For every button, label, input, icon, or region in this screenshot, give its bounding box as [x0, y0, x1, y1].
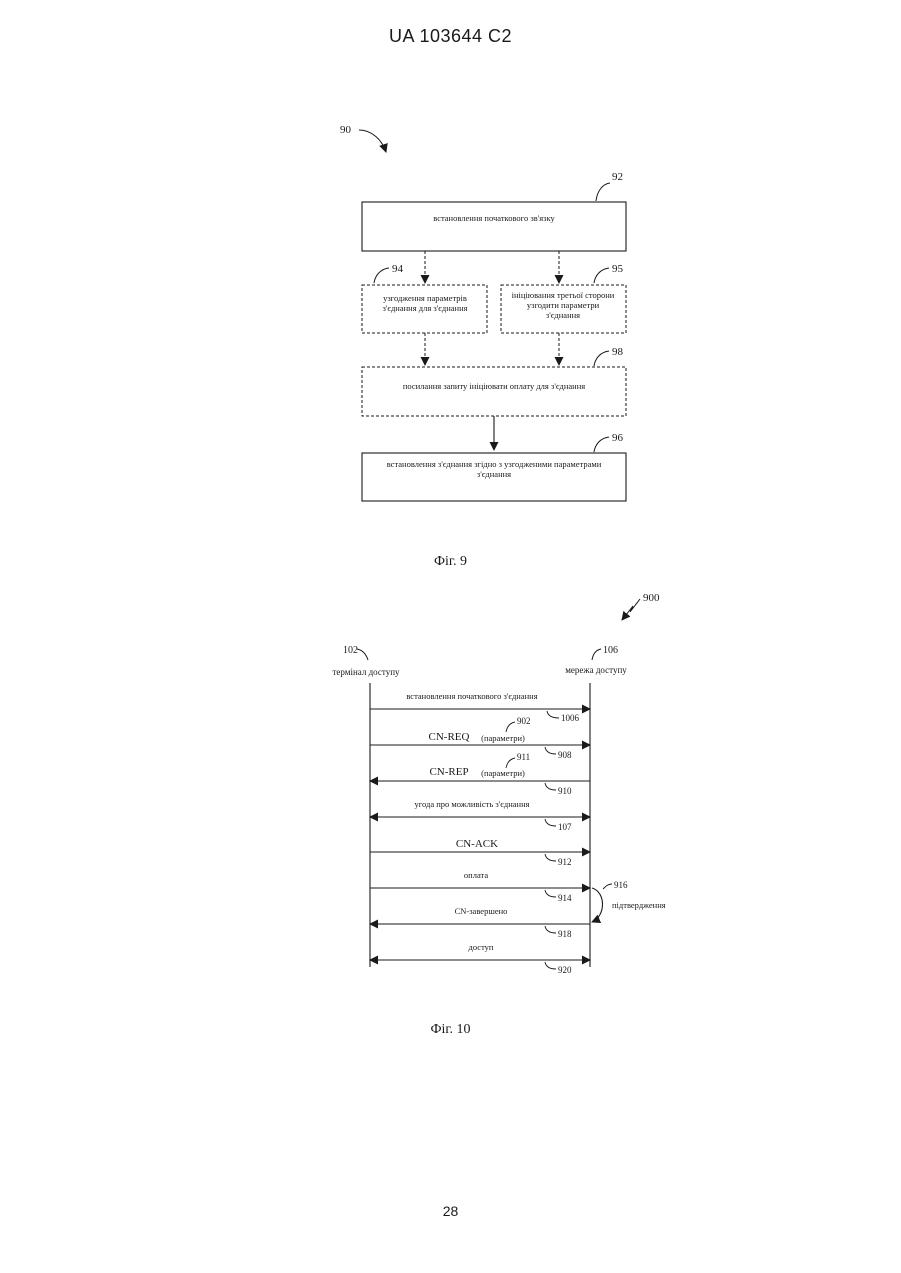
- msg-920-leader: [545, 962, 556, 969]
- msg-910-ref: 910: [558, 786, 572, 796]
- box95-line2: узгодити параметри: [527, 300, 600, 310]
- box92-ref: 92: [612, 171, 623, 183]
- msg-902-ref: 902: [517, 716, 531, 726]
- box98-text: посилання запиту ініціювати оплату для з…: [403, 381, 585, 391]
- right-entity-label: мережа доступу: [565, 665, 627, 675]
- fig9-ref-90: 90: [340, 124, 352, 136]
- box96-line2: з'єднання: [477, 469, 511, 479]
- msg-908-ref: 908: [558, 750, 572, 760]
- fig9-caption: Фіг. 9: [0, 554, 901, 570]
- box98: [362, 367, 626, 416]
- msg-918-leader: [545, 926, 556, 933]
- msg-914-ref: 914: [558, 893, 572, 903]
- box94-leader: [374, 268, 389, 283]
- msg-912-leader: [545, 854, 556, 861]
- msg-918-ref: 918: [558, 929, 572, 939]
- box95-ref: 95: [612, 263, 624, 275]
- box95-leader: [594, 268, 609, 283]
- msg-107-leader: [545, 819, 556, 826]
- fig10-diagram: 900 102 термінал доступу 106 мережа дост…: [332, 592, 665, 975]
- right-entity-ref: 106: [603, 645, 618, 656]
- fig9-diagram: 90 92 встановлення початкового зв'язку 9…: [340, 124, 626, 501]
- msg-912-ref: 912: [558, 857, 572, 867]
- msg-920-label: доступ: [469, 942, 494, 952]
- msg-1006-leader: [547, 711, 559, 718]
- msg-cnack-label: CN-ACK: [456, 838, 498, 850]
- box96-line1: встановлення з'єднання згідно з узгоджен…: [387, 459, 602, 469]
- msg-911-ref: 911: [517, 752, 530, 762]
- confirm-916-ref: 916: [614, 880, 628, 890]
- confirm-916-curve: [592, 888, 603, 922]
- fig9-ref-90-arrow: [359, 130, 386, 152]
- left-entity-leader: [357, 649, 368, 660]
- confirm-916-leader: [603, 884, 612, 889]
- msg-914-leader: [545, 890, 556, 897]
- msg-918-label: CN-завершено: [455, 906, 508, 916]
- box98-ref: 98: [612, 346, 624, 358]
- box96-leader: [594, 437, 609, 452]
- msg-cnrep-label: CN-REP: [429, 766, 468, 778]
- msg-920-ref: 920: [558, 965, 572, 975]
- box96-ref: 96: [612, 432, 624, 444]
- box98-leader: [594, 351, 609, 366]
- msg-cnreq-label: CN-REQ: [429, 731, 470, 743]
- msg-910-leader: [545, 783, 556, 790]
- msg-902-leader: [506, 722, 515, 732]
- msg-107-ref: 107: [558, 822, 572, 832]
- msg-1006-label: встановлення початкового з'єднання: [406, 691, 537, 701]
- box95-line3: з'єднання: [546, 310, 580, 320]
- msg-cnrep-sub: (параметри): [481, 768, 525, 778]
- msg-914-label: оплата: [464, 870, 488, 880]
- left-entity-label: термінал доступу: [332, 667, 400, 677]
- fig10-ref-900: 900: [643, 592, 660, 604]
- page-number: 28: [0, 1203, 901, 1219]
- box94-ref: 94: [392, 263, 404, 275]
- left-entity-ref: 102: [343, 645, 358, 656]
- msg-911-leader: [506, 758, 515, 768]
- msg-1006-ref: 1006: [561, 713, 580, 723]
- msg-cnreq-sub: (параметри): [481, 733, 525, 743]
- box94-line1: узгодження параметрів: [383, 293, 467, 303]
- right-entity-leader: [592, 649, 601, 660]
- box92-text: встановлення початкового зв'язку: [433, 213, 555, 223]
- box92-leader: [596, 183, 610, 201]
- msg-908-leader: [545, 747, 556, 754]
- msg-107-label: угода про можливість з'єднання: [414, 799, 529, 809]
- box95-line1: ініціювання третьої сторони: [512, 290, 615, 300]
- box94-line2: з'єднання для з'єднання: [382, 303, 467, 313]
- confirm-916-label: підтвердження: [612, 900, 666, 910]
- fig10-caption: Фіг. 10: [0, 1022, 901, 1038]
- box92: [362, 202, 626, 251]
- fig10-ref-900-arrow: [622, 599, 640, 620]
